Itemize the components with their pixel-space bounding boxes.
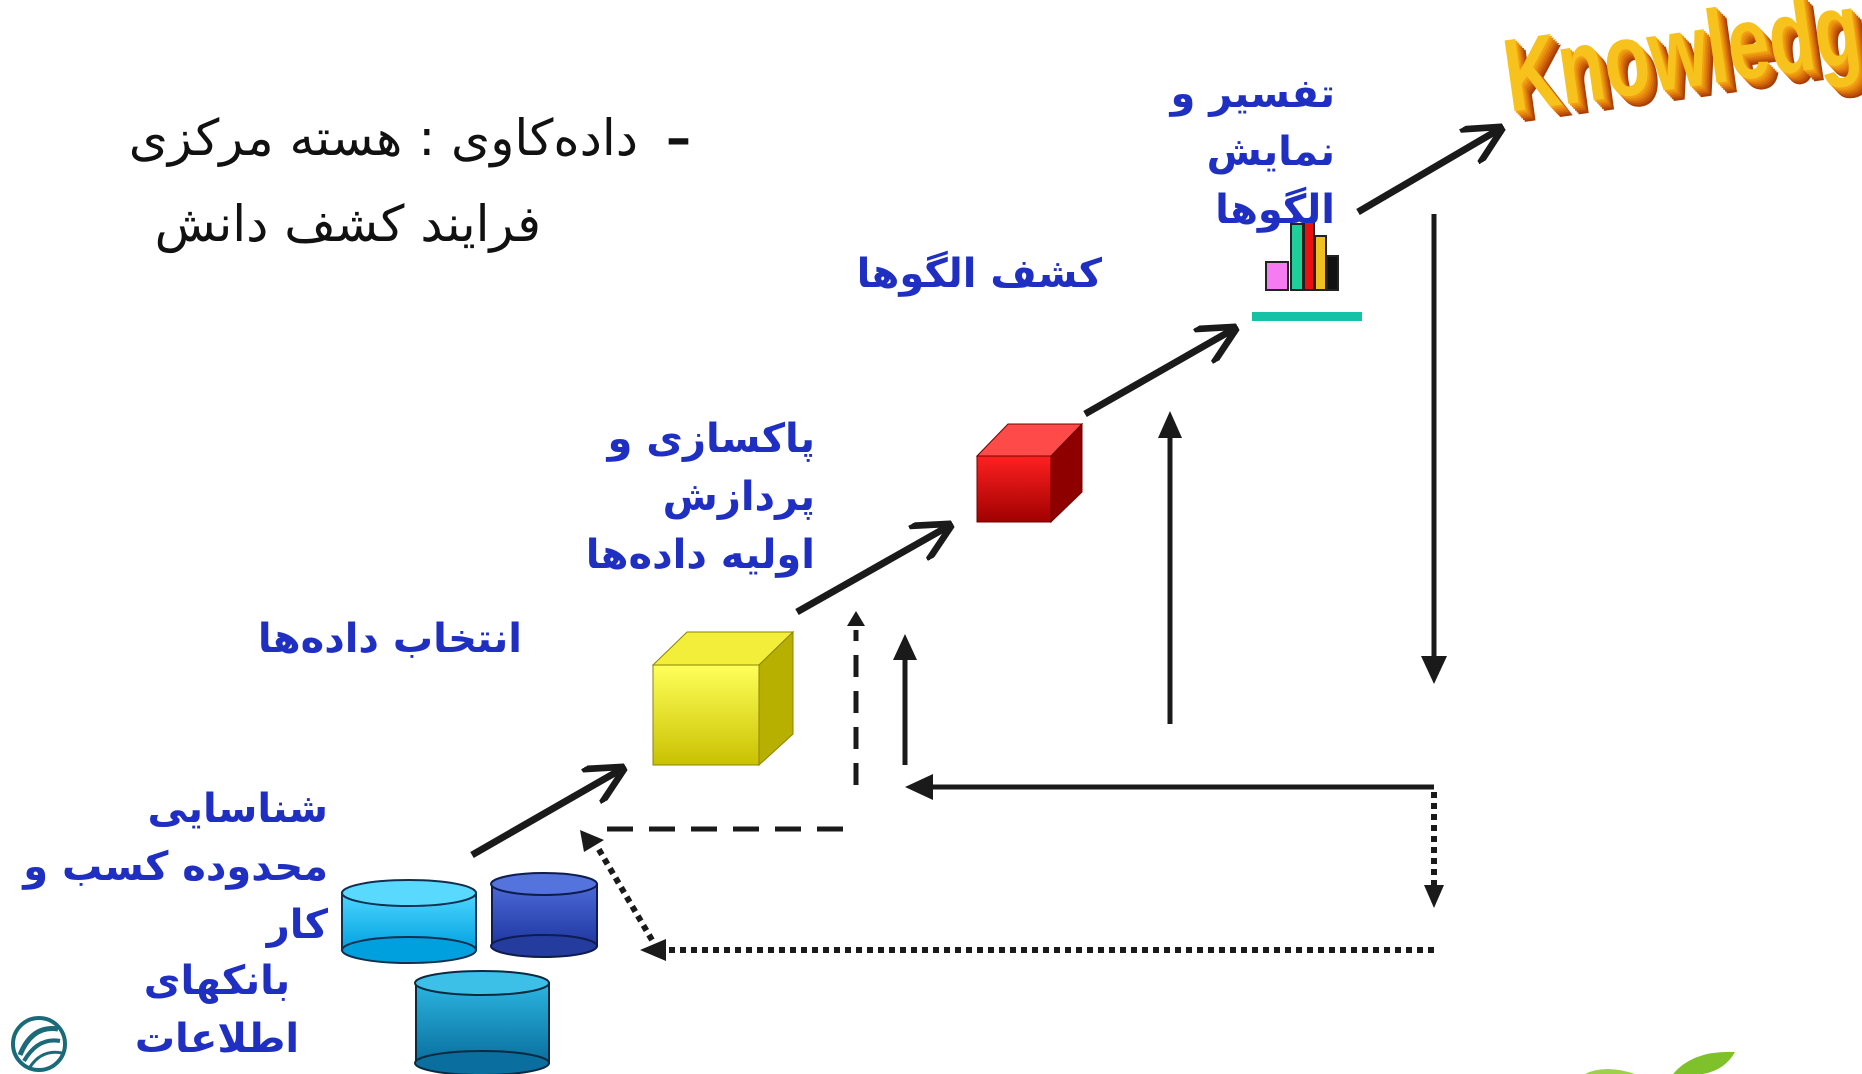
database-cylinder-light (341, 879, 477, 964)
feedback-horizontal-head (905, 774, 933, 800)
label-business-understanding: شناسایی محدوده کسب و کار (23, 786, 328, 948)
label-data-selection: انتخاب داده‌ها (257, 616, 522, 662)
flow-arrows (470, 130, 1498, 859)
feedback-dotted-down-head (1424, 885, 1444, 908)
bar-chart-icon (1252, 219, 1362, 321)
feedback-dashed-vertical-head (847, 611, 865, 626)
selection-cube (651, 630, 795, 767)
database-cylinder-dark (490, 872, 598, 958)
label-cleaning-preprocessing: پاکسازی و پردازش اولیه داده‌ها (585, 416, 815, 578)
arrow-selection-to-processing (795, 527, 947, 616)
swirl-logo-icon (11, 1016, 67, 1072)
label-interpretation: تفسیر و نمایش الگوها (1170, 71, 1335, 233)
feedback-up-processing-head (1158, 411, 1182, 438)
feedback-arrows (580, 214, 1447, 961)
slide-heading: –داده‌کاوی : هسته مرکزی فرایند کشف دانش (31, 95, 691, 267)
heading-bullet-dash: – (666, 109, 691, 167)
label-pattern-discovery: کشف الگوها (856, 251, 1102, 297)
feedback-dotted-diagonal (595, 846, 655, 942)
arrow-patterns-to-knowledge (1356, 130, 1498, 216)
heading-line-2: فرایند کشف دانش (154, 195, 541, 253)
arrow-processing-to-patterns (1083, 330, 1232, 418)
feedback-dotted-diagonal-head (580, 830, 604, 852)
heading-line-1: داده‌کاوی : هسته مرکزی (128, 109, 638, 167)
database-cylinder-teal (414, 970, 550, 1074)
leaf-logo-icon (1585, 1051, 1735, 1074)
feedback-down-head (1421, 656, 1447, 684)
feedback-dotted-horizontal-head (640, 939, 666, 961)
feedback-up-selection-head (893, 634, 917, 660)
label-databases: بانکهای اطلاعات (134, 958, 300, 1062)
arrow-db-to-selection (470, 770, 620, 859)
processing-cube (975, 422, 1084, 524)
